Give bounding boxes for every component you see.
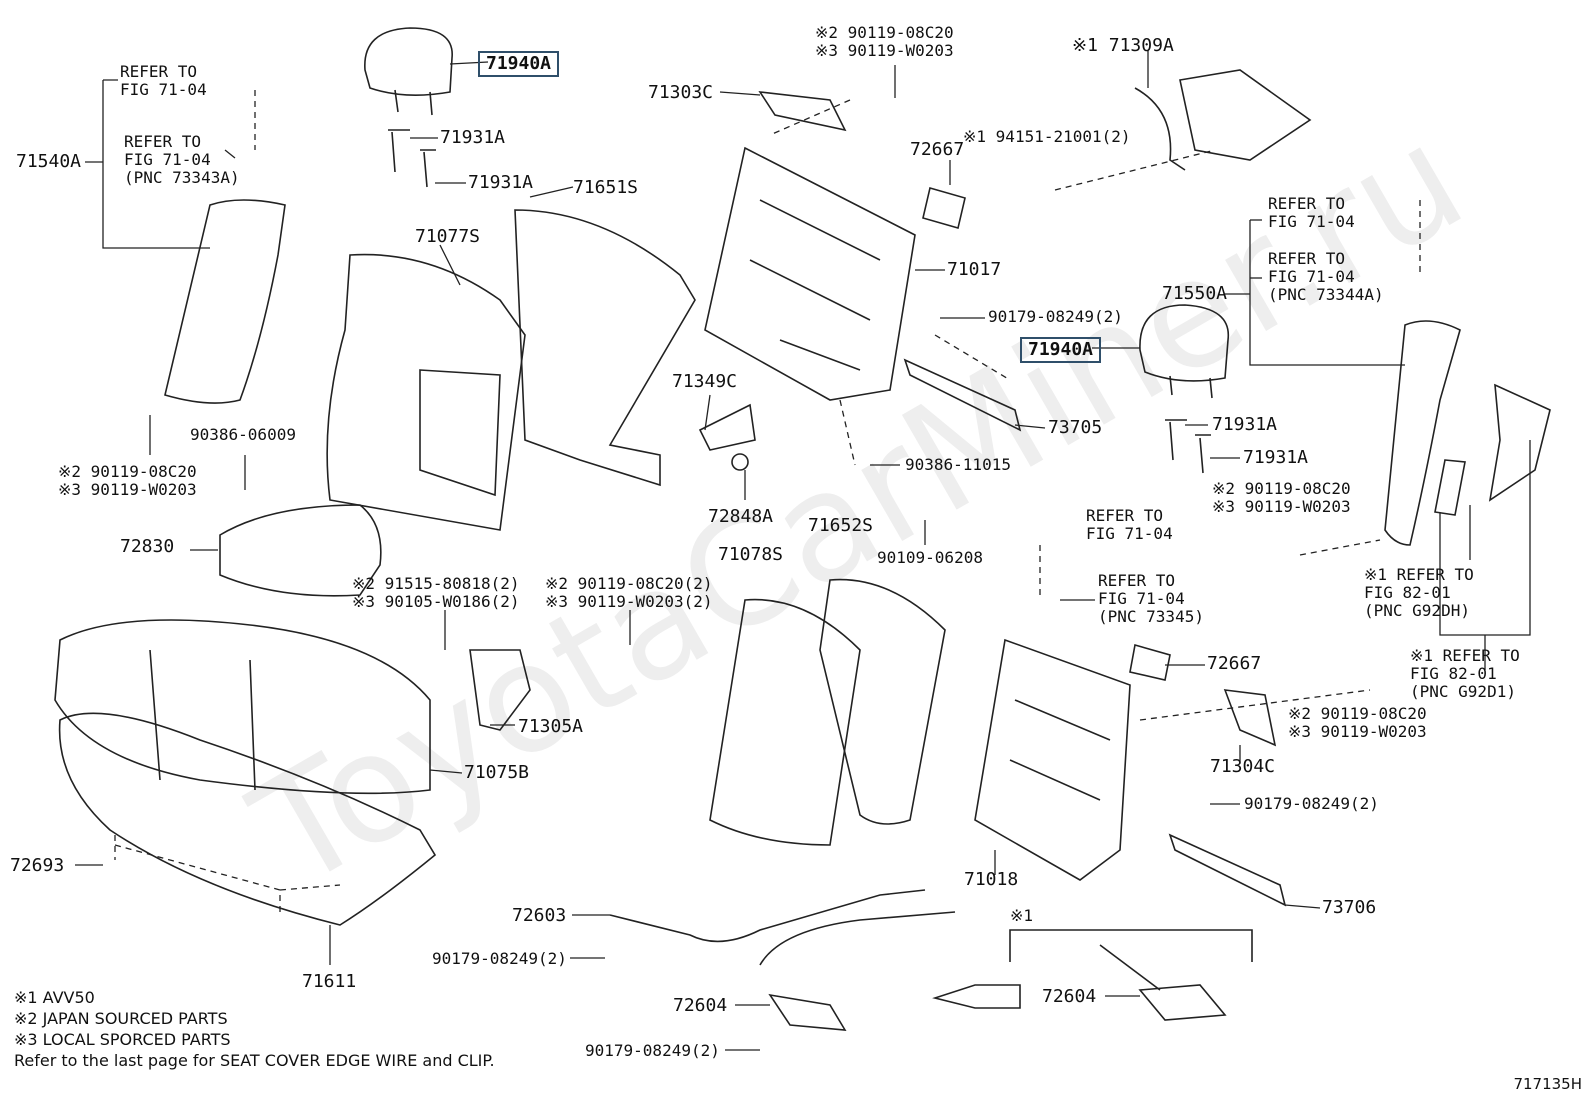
frame-ribs [749,199,881,371]
label-90386-11015: 90386-11015 [905,455,1011,474]
striker-73706-shape [1168,833,1287,907]
cover-72667-bot-shape [1129,643,1171,681]
label-71931a-4: 71931A [1243,447,1309,468]
side-bolster-left-shape [164,199,286,404]
seatback-71078s-shape [709,598,861,846]
label-90179-a: 90179-08249(2) [988,307,1123,326]
label-71305a: 71305A [518,716,584,737]
belt-guide-shape [1488,383,1551,502]
belt-cover-shape [1434,459,1466,516]
striker-73705-shape [903,358,1022,432]
label-71540a: 71540A [16,151,82,172]
bracket-71304c-shape [1223,689,1277,747]
cover-72667-top-shape [922,186,966,230]
label-94151: ※1 94151-21001(2) [963,127,1131,146]
bracket-71305a-shape [469,649,531,731]
label-refer-e: REFER TO FIG 71-04 [1086,506,1173,543]
arrow-icon [932,984,1021,1009]
label-72667-top: 72667 [910,139,965,160]
label-72603: 72603 [512,905,567,926]
label-90109-06208: 90109-06208 [877,548,983,567]
seat-cushion-71075b-shape [54,619,431,795]
label-71304c: 71304C [1210,756,1276,777]
note-1: ※1 AVV50 [14,988,95,1007]
label-90119-2: ※2 90119-08C20(2) ※3 90119-W0203(2) [545,574,713,611]
label-refer-g92d1: ※1 REFER TO FIG 82-01 (PNC G92D1) [1410,646,1520,701]
note-3: ※3 LOCAL SPORCED PARTS [14,1030,231,1049]
label-71931a-3: 71931A [1212,414,1278,435]
headrest-left-shape [364,27,453,188]
label-71077s: 71077S [415,226,481,247]
cable-72604-b-shape [1099,944,1161,991]
label-73706: 73706 [1322,897,1377,918]
label-90179-b: 90179-08249(2) [1244,794,1379,813]
label-71931a-1: 71931A [440,127,506,148]
label-90179-c: 90179-08249(2) [432,949,567,968]
seatback-71651s-shape [514,209,696,487]
bracket-71303c-shape [758,91,847,132]
label-72830: 72830 [120,536,175,557]
label-71651s: 71651S [573,177,639,198]
label-mark1: ※1 [1010,906,1034,925]
label-90386-06009: 90386-06009 [190,425,296,444]
note-2: ※2 JAPAN SOURCED PARTS [14,1009,228,1028]
label-91515: ※2 91515-80818(2) ※3 90105-W0186(2) [352,574,520,611]
note-4: Refer to the last page for SEAT COVER ED… [14,1051,495,1070]
label-bolt-right: ※2 90119-08C20 ※3 90119-W0203 [1212,479,1351,516]
armrest-shape [219,504,382,597]
label-71017: 71017 [947,259,1002,280]
side-bolster-right-shape [1384,320,1461,546]
label-71075b: 71075B [464,762,530,783]
label-71349c: 71349C [672,371,738,392]
label-73705: 73705 [1048,417,1103,438]
bracket-72604-b-shape [1138,984,1227,1021]
label-90179-d: 90179-08249(2) [585,1041,720,1060]
cable-72603-shape [609,889,926,943]
label-refer-d: REFER TO FIG 71-04 (PNC 73344A) [1268,249,1384,304]
seat-cushion-71611-shape [58,712,437,926]
frame-ribs-2 [1009,699,1111,801]
bracket-trim-shape [1179,69,1312,161]
seatback-71077s-shape [326,253,526,531]
label-72604-a: 72604 [673,995,728,1016]
cable-2-shape [759,911,956,966]
label-72667-bot: 72667 [1207,653,1262,674]
label-71018: 71018 [964,869,1019,890]
label-refer-b: REFER TO FIG 71-04 (PNC 73343A) [124,132,240,187]
label-71078s: 71078S [718,544,784,565]
cushion-seams [149,649,256,791]
seatback-opening [419,369,501,497]
label-72693: 72693 [10,855,65,876]
label-71550a: 71550A [1162,283,1228,304]
label-72848a: 72848A [708,506,774,527]
label-71303c: 71303C [648,82,714,103]
seat-frame-71017-shape [704,146,916,401]
label-71940a-left: 71940A [478,51,560,77]
figure-code: 717135H [1513,1075,1582,1093]
label-refer-g92dh: ※1 REFER TO FIG 82-01 (PNC G92DH) [1364,565,1474,620]
label-71309a: ※1 71309A [1072,35,1174,56]
label-bolt-bot: ※2 90119-08C20 ※3 90119-W0203 [1288,704,1427,741]
label-72604-b: 72604 [1042,986,1097,1007]
seatback-71652s-shape [819,578,946,825]
bracket-72604-shape [768,993,847,1031]
label-71652s: 71652S [808,515,874,536]
cap-72848a-shape [731,453,749,471]
label-refer-a: REFER TO FIG 71-04 [120,62,207,99]
label-71611: 71611 [302,971,357,992]
seat-frame-71018-shape [974,638,1131,881]
bracket-71309a-shape [1134,87,1186,171]
label-refer-c: REFER TO FIG 71-04 [1268,194,1355,231]
label-bolt-left: ※2 90119-08C20 ※3 90119-W0203 [58,462,197,499]
label-bolt-tr: ※2 90119-08C20 ※3 90119-W0203 [815,23,954,60]
label-refer-f: REFER TO FIG 71-04 (PNC 73345) [1098,571,1204,626]
label-71940a-right: 71940A [1020,337,1102,363]
leader-lines [75,50,1531,1051]
detail-box [1009,929,1253,962]
headrest-right-shape [1139,304,1230,474]
hinge-71349c-shape [698,403,756,451]
label-71931a-2: 71931A [468,172,534,193]
